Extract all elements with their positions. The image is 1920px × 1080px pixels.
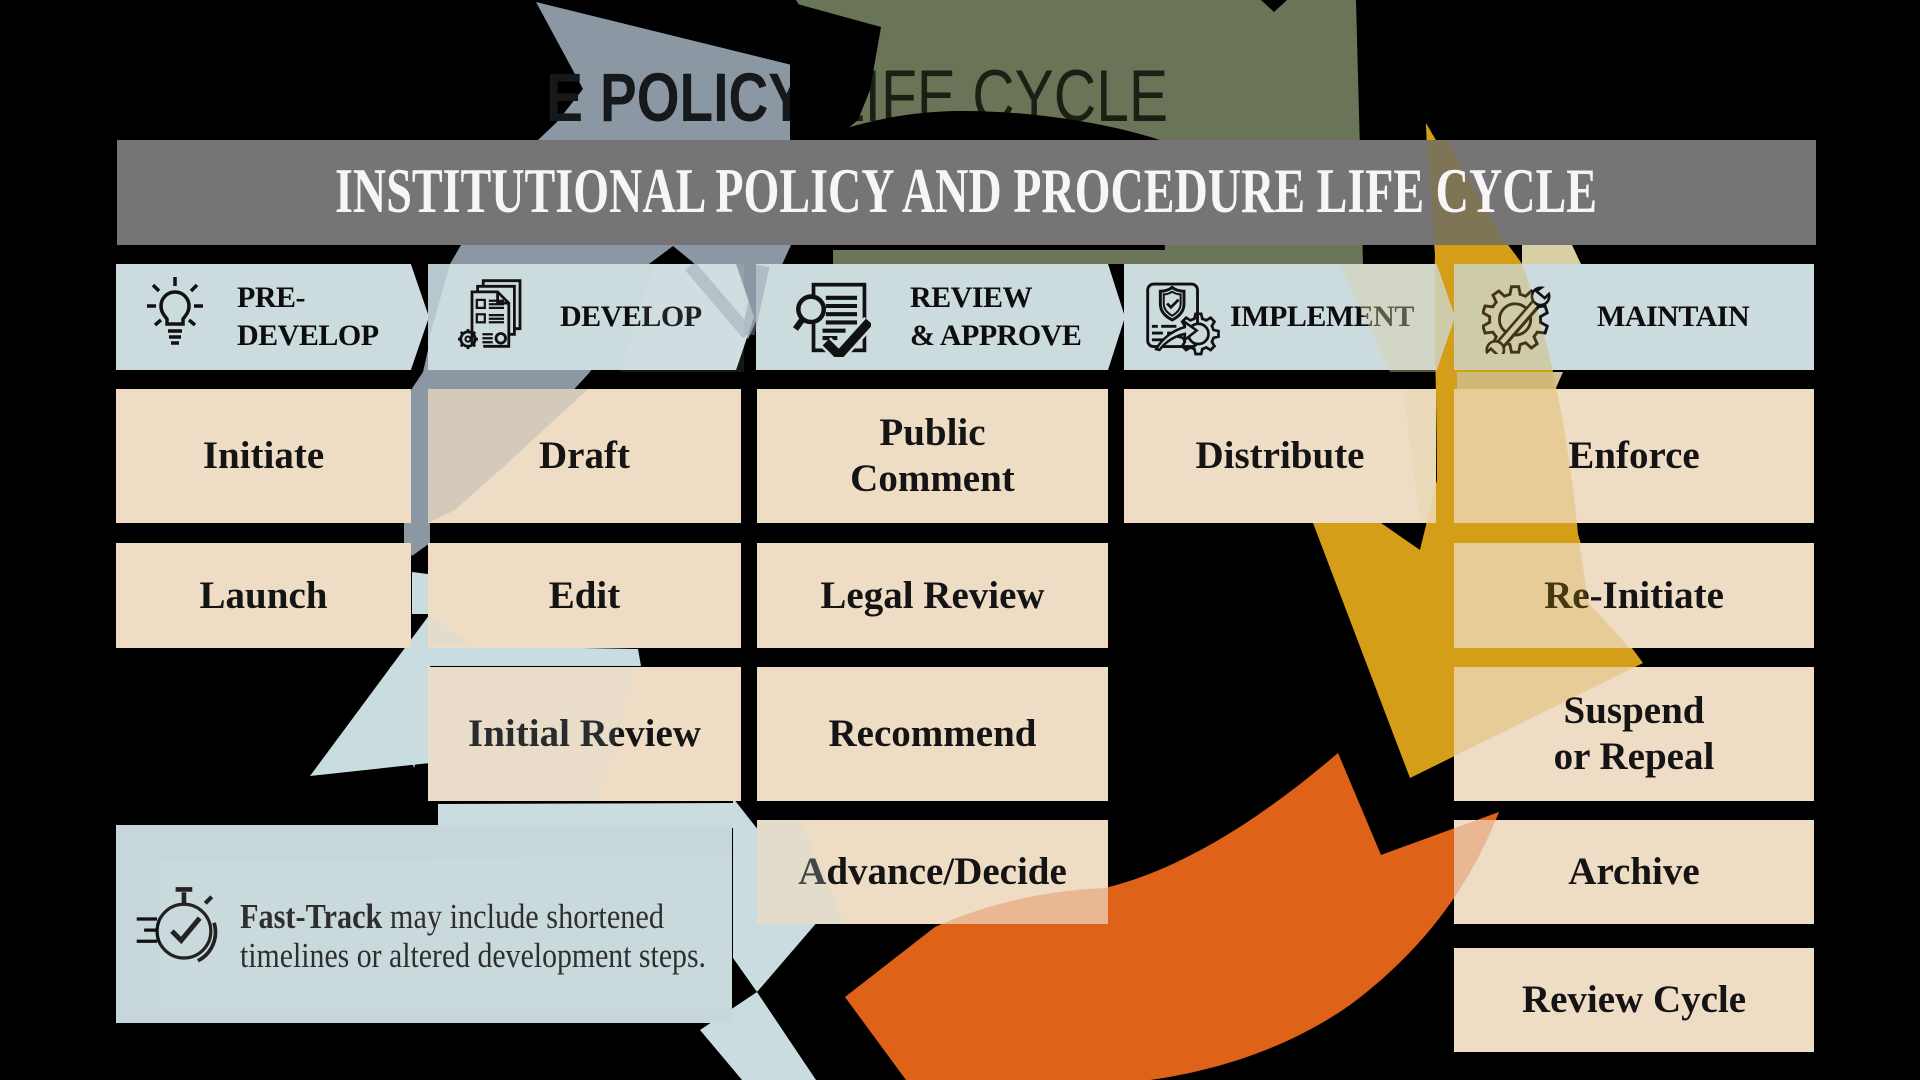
svg-text:E: E bbox=[546, 59, 583, 136]
svg-text:timelines or altered developme: timelines or altered development steps. bbox=[240, 936, 706, 975]
svg-text:INSTITUTIONAL POLICY AND PROCE: INSTITUTIONAL POLICY AND PROCEDURE LIFE … bbox=[335, 156, 1597, 226]
svg-text:Fast-Track may include shorten: Fast-Track may include shortened bbox=[240, 897, 664, 936]
svg-text:POLICY: POLICY bbox=[600, 59, 805, 136]
